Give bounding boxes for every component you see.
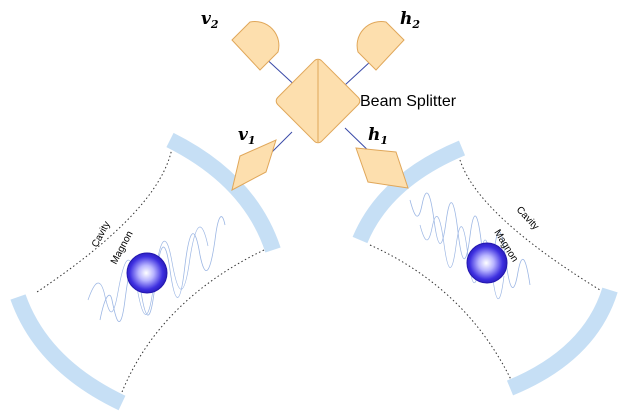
left-cavity-wave: [99, 216, 226, 323]
right-mirror-top: [352, 140, 466, 244]
detector-v2: v2: [201, 9, 280, 71]
v2-label: v2: [201, 9, 219, 31]
right-cavity-boundary-top: [459, 159, 601, 291]
left-cavity-label: Cavity: [90, 220, 113, 250]
left-mirror-bottom: [10, 294, 126, 411]
v1-label: v1: [238, 125, 256, 147]
h1-label: h1: [368, 125, 388, 147]
right-cavity-label: Cavity: [514, 205, 541, 233]
h2-label: h2: [400, 9, 420, 31]
detector-h2: h2: [356, 9, 420, 71]
beam-splitter: Beam Splitter: [275, 58, 457, 144]
lens-h1: h1: [355, 125, 409, 189]
left-cavity-boundary-bottom: [121, 249, 265, 393]
left-magnon-sphere-icon: [126, 252, 168, 294]
right-mirror-bottom: [506, 287, 618, 396]
beam-splitter-label: Beam Splitter: [360, 93, 457, 110]
left-cavity-boundary-top: [36, 147, 173, 293]
right-cavity-boundary-bottom: [369, 244, 516, 389]
right-magnon-sphere-icon: [466, 242, 508, 284]
lens-v1: v1: [231, 125, 277, 191]
right-cavity-wave: [409, 192, 531, 288]
